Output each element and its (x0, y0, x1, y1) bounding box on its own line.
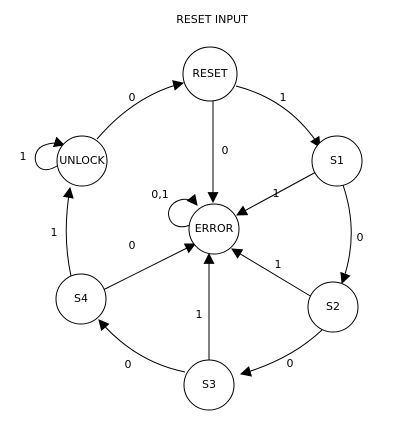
label-reset-to-s1: 1 (280, 91, 287, 104)
state-error: ERROR (188, 203, 240, 255)
edge-s1-to-s2 (340, 184, 352, 285)
state-unlock-circle (56, 135, 108, 187)
state-s1-label: S1 (330, 154, 344, 167)
label-unlock-to-reset: 0 (129, 91, 136, 104)
label-s2-to-s3: 0 (287, 357, 294, 370)
label-s3-to-s4: 0 (125, 358, 132, 371)
state-s2-circle (307, 281, 359, 333)
state-s4-circle (55, 273, 107, 325)
state-s3-label: S3 (202, 378, 216, 391)
state-unlock: UNLOCK (56, 135, 108, 187)
edge-s2-to-s3 (239, 329, 323, 377)
state-error-circle (188, 203, 240, 255)
label-s1-to-s2: 0 (357, 231, 364, 244)
label-s3-to-error: 1 (196, 308, 203, 321)
state-s1: S1 (311, 135, 363, 187)
state-reset-label: RESET (192, 67, 228, 80)
edge-unlock-to-reset (96, 80, 185, 140)
label-s4-to-error: 0 (129, 239, 136, 252)
state-s2-label: S2 (326, 300, 340, 313)
state-s4-label: S4 (74, 292, 88, 305)
edge-s4-to-error (102, 243, 196, 291)
label-s2-to-error: 1 (275, 258, 282, 271)
state-s1-circle (311, 135, 363, 187)
edge-error-self-loop (168, 193, 198, 228)
state-s2: S2 (307, 281, 359, 333)
edge-s3-to-s4 (98, 319, 186, 373)
state-s3: S3 (183, 359, 235, 411)
label-unlock-self-loop: 1 (20, 150, 27, 163)
edge-reset-to-s1 (235, 85, 321, 148)
label-error-self-loop: 0,1 (151, 188, 169, 201)
state-s3-circle (183, 359, 235, 411)
label-reset-to-error: 0 (222, 144, 229, 157)
edge-s2-to-error (231, 248, 313, 298)
state-reset: RESET (182, 46, 238, 102)
state-reset-circle (182, 46, 238, 102)
edge-unlock-self-loop (34, 136, 66, 171)
diagram-title: RESET INPUT (176, 13, 248, 26)
edge-s1-to-error (236, 171, 317, 216)
state-unlock-label: UNLOCK (59, 154, 105, 167)
label-s4-to-unlock: 1 (51, 226, 58, 239)
state-s4: S4 (55, 273, 107, 325)
edge-s4-to-unlock (62, 186, 74, 277)
state-error-label: ERROR (195, 222, 234, 235)
label-s1-to-error: 1 (273, 187, 280, 200)
